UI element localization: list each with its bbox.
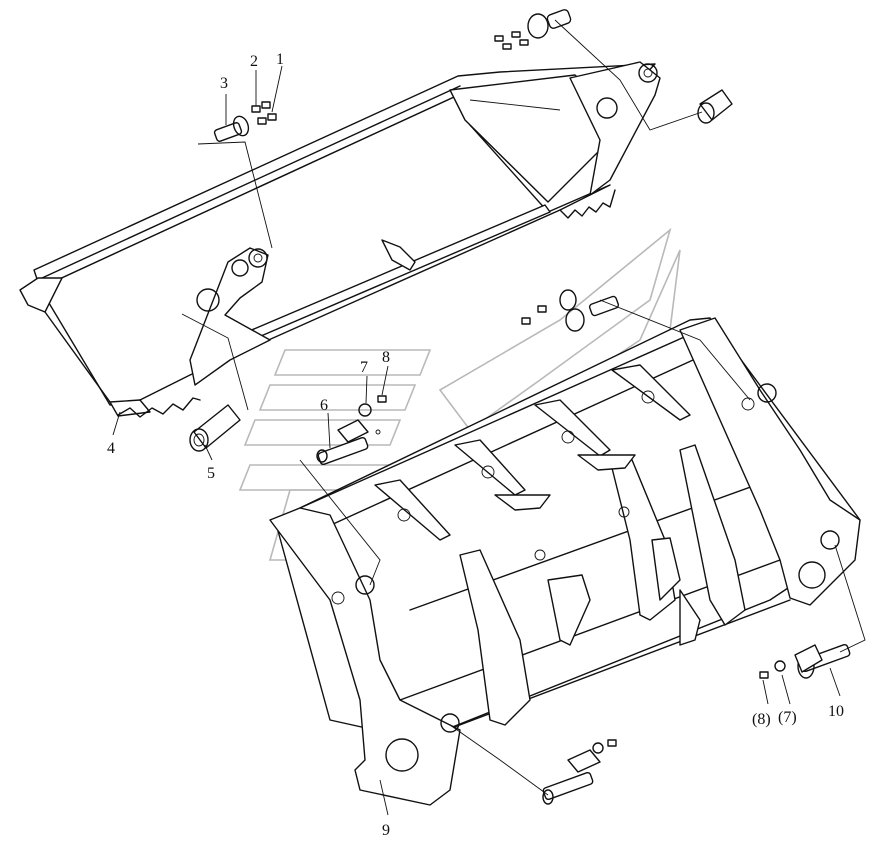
callout-3: 3: [220, 75, 228, 92]
callout-9: 9: [382, 822, 390, 839]
pin-assembly-lower-top: [521, 289, 620, 332]
callout-10: 10: [828, 703, 844, 720]
callout-5: 5: [207, 465, 215, 482]
leader-lines: [112, 19, 866, 816]
callout-2: 2: [250, 53, 258, 70]
callout-1: 1: [276, 51, 284, 68]
callout-7-ref: (7): [778, 709, 797, 726]
callout-6: 6: [320, 397, 328, 414]
pin-assembly-upper-right: [494, 9, 572, 50]
callout-4: 4: [107, 440, 115, 457]
bushing-left: [189, 404, 241, 452]
pin-assembly-lower-right-10: [759, 643, 851, 679]
lower-bucket-assembly: [269, 317, 861, 806]
upper-bucket-assembly: [19, 61, 661, 418]
pin-assembly-lower-bottom: [542, 739, 617, 805]
pin-assembly-6-7-8: [316, 395, 387, 466]
callout-7: 7: [360, 359, 368, 376]
callout-8: 8: [382, 349, 390, 366]
callout-8-ref: (8): [752, 711, 771, 728]
bushing-upper-right: [697, 89, 733, 124]
callout-labels: 1 2 3 4 5 6 7 8 9 10 (8) (7): [107, 51, 844, 839]
pin-assembly-upper-left: [213, 101, 277, 142]
